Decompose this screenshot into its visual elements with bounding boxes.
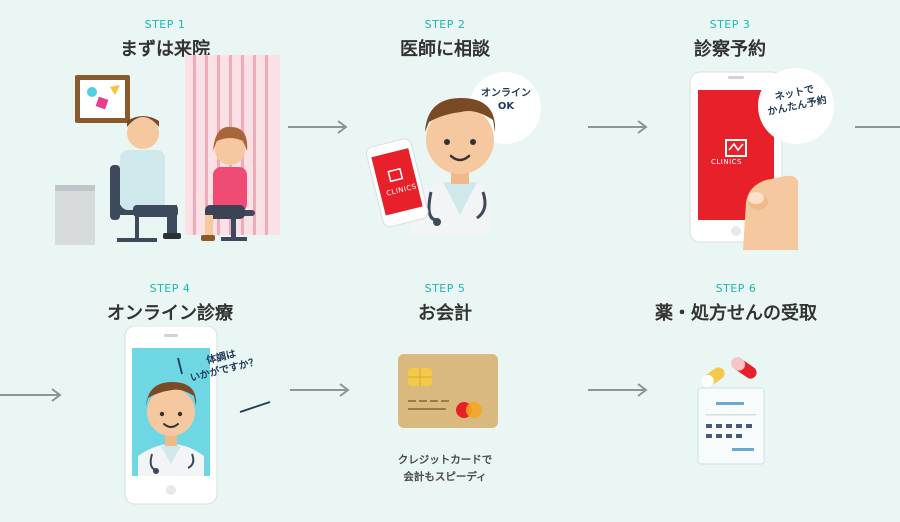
credit-card-illustration [398, 354, 498, 428]
step-5-caption-line-2: 会計もスピーディ [403, 470, 487, 483]
step-2-title: 医師に相談 [400, 39, 490, 60]
step-2-label: STEP 2 [424, 18, 466, 31]
arrow-step5-to-step6 [588, 383, 648, 397]
step-6-label: STEP 6 [715, 282, 757, 295]
arrow-step1-to-step2 [288, 120, 348, 134]
step-1-label: STEP 1 [144, 18, 186, 31]
step-5-label: STEP 5 [424, 282, 466, 295]
doctor-consult-illustration [365, 72, 541, 235]
step-4-title: オンライン診療 [107, 303, 233, 324]
step-3-title: 診察予約 [694, 39, 766, 60]
step-5-caption-line-1: クレジットカードで [397, 454, 493, 466]
clinic-visit-illustration [55, 55, 280, 245]
step-5-title: お会計 [418, 303, 472, 324]
prescription-medicine-illustration [697, 357, 765, 465]
step-6-title: 薬・処方せんの受取 [655, 303, 817, 324]
arrow-step3-continues [855, 126, 900, 128]
step-1-title: まずは来院 [120, 39, 210, 60]
step-2-bubble-text: オンライン OK [481, 88, 531, 112]
step-4-label: STEP 4 [149, 282, 191, 295]
arrow-step2-to-step3 [588, 120, 648, 134]
phone-booking-illustration [689, 68, 834, 250]
arrow-into-step4 [0, 388, 62, 402]
brand-logo: CLINICS [711, 158, 742, 166]
step-3-label: STEP 3 [709, 18, 751, 31]
online-consultation-illustration [124, 326, 271, 505]
arrow-step4-to-step5 [290, 383, 350, 397]
step-5-caption: クレジットカードで 会計もスピーディ [370, 452, 520, 486]
